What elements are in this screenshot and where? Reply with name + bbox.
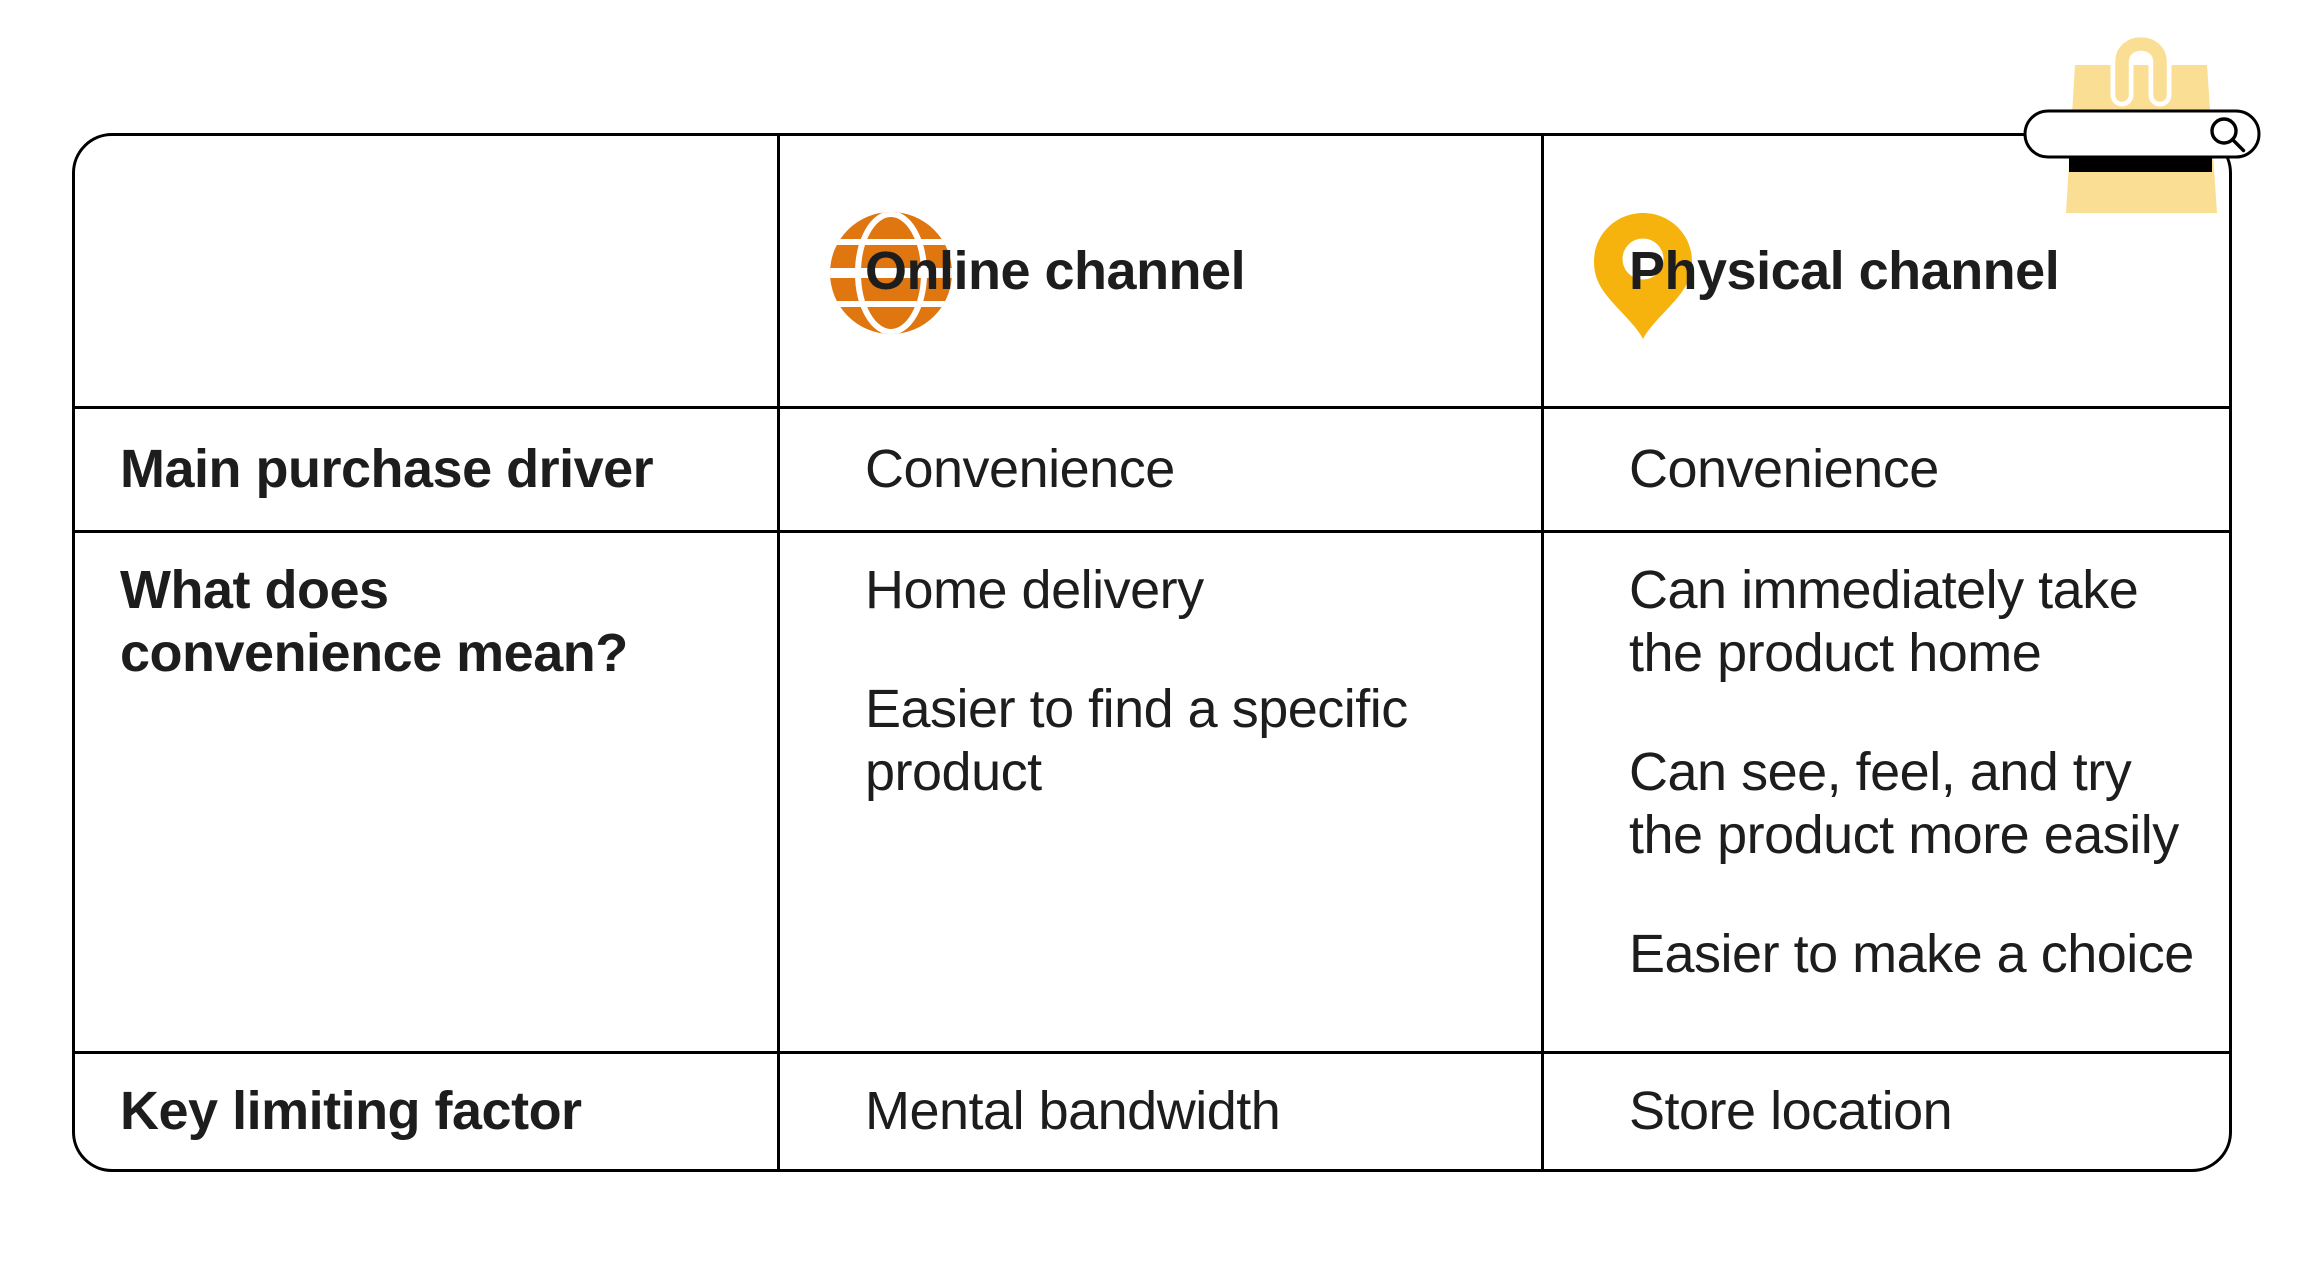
row-label-key-limiting-factor: Key limiting factor (75, 1051, 777, 1169)
row-label-text: What does convenience mean? (120, 560, 628, 683)
physical-point-1: Can immediately take the product home (1629, 560, 2139, 683)
header-cell-empty (75, 136, 777, 406)
physical-point-2: Can see, feel, and try the product more … (1629, 742, 2179, 865)
search-icon (2210, 117, 2246, 153)
search-bar-illustration (2023, 109, 2261, 159)
row-label-convenience-meaning: What does convenience mean? (75, 530, 777, 1051)
header-cell-online: Online channel (777, 136, 1541, 406)
cell-physical-limiting-factor: Store location (1541, 1051, 2229, 1169)
online-point-2: Easier to find a specific product (865, 679, 1408, 802)
bag-stripe (2069, 157, 2212, 172)
column-title-online: Online channel (865, 240, 1246, 301)
comparison-table: Online channel Physical channel Main pur… (72, 133, 2232, 1172)
column-title-physical: Physical channel (1629, 240, 2060, 301)
cell-online-convenience-meaning: Home delivery Easier to find a specific … (777, 530, 1541, 1051)
globe-icon (830, 212, 952, 334)
cell-online-purchase-driver: Convenience (777, 406, 1541, 530)
cell-physical-convenience-meaning: Can immediately take the product home Ca… (1541, 530, 2229, 1051)
row-label-main-purchase-driver: Main purchase driver (75, 406, 777, 530)
cell-online-limiting-factor: Mental bandwidth (777, 1051, 1541, 1169)
cell-physical-purchase-driver: Convenience (1541, 406, 2229, 530)
online-point-1: Home delivery (865, 560, 1204, 620)
location-pin-icon (1594, 213, 1692, 339)
physical-point-3: Easier to make a choice (1629, 924, 2194, 984)
header-cell-physical: Physical channel (1541, 136, 2229, 406)
shopping-bag-illustration (2023, 32, 2261, 213)
